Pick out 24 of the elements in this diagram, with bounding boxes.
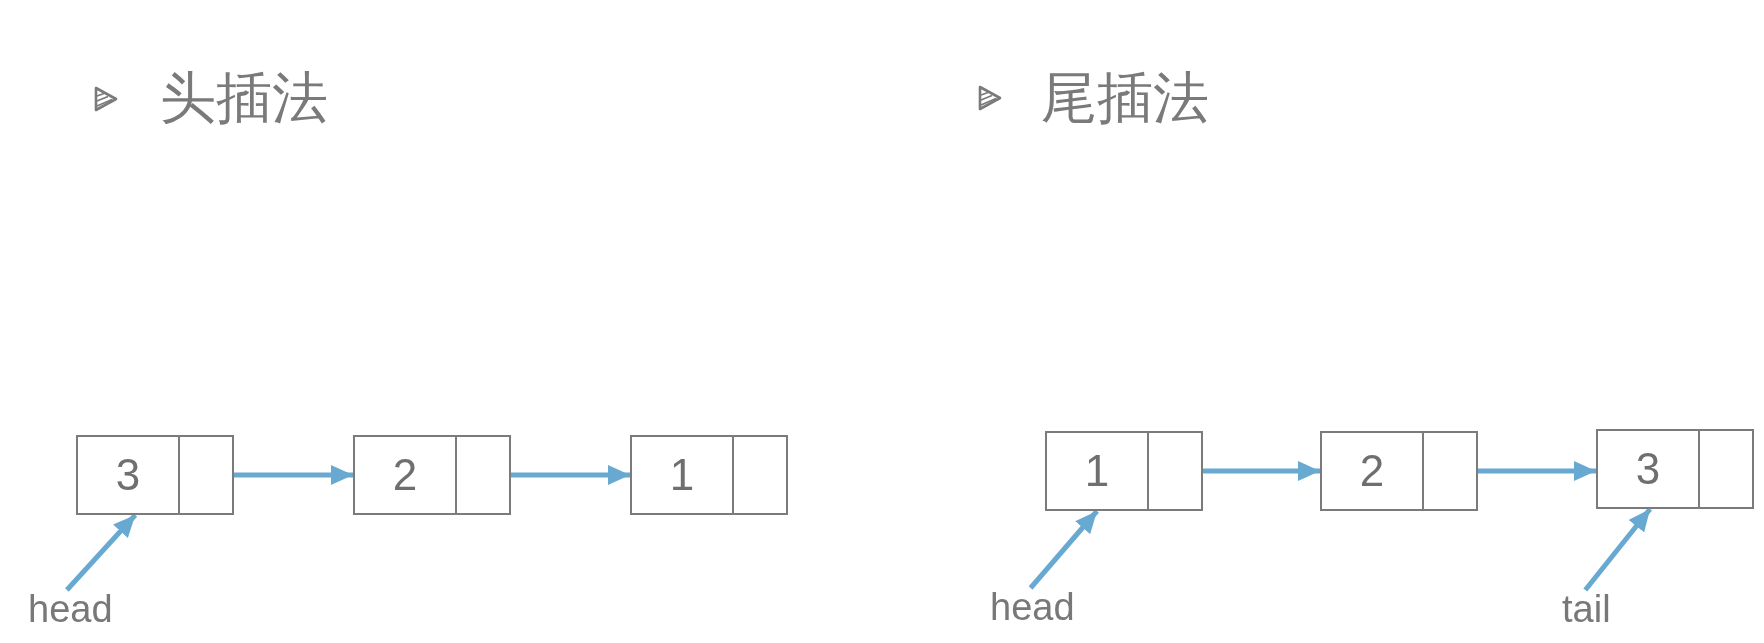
value-cell: 3 bbox=[76, 435, 180, 515]
arrow bbox=[1203, 461, 1320, 481]
section-heading: 头插法 bbox=[160, 70, 328, 126]
section-heading: 尾插法 bbox=[1041, 70, 1209, 126]
value-cell: 3 bbox=[1596, 429, 1700, 509]
arrow bbox=[511, 465, 630, 485]
value-cell: 1 bbox=[1045, 431, 1149, 511]
arrow bbox=[1028, 509, 1099, 590]
pointer-label: tail bbox=[1562, 590, 1611, 628]
arrow bbox=[234, 465, 353, 485]
pointer-cell bbox=[178, 435, 234, 515]
pointer-cell bbox=[455, 435, 511, 515]
pointer-cell bbox=[1698, 429, 1754, 509]
pointer-cell bbox=[732, 435, 788, 515]
arrow bbox=[1478, 461, 1596, 481]
pointer-cell bbox=[1422, 431, 1478, 511]
arrow bbox=[65, 513, 138, 592]
value-cell: 2 bbox=[1320, 431, 1424, 511]
arrow bbox=[1583, 507, 1653, 592]
pointer-label: head bbox=[28, 590, 113, 628]
pointer-label: head bbox=[990, 588, 1075, 626]
value-cell: 2 bbox=[353, 435, 457, 515]
pointer-cell bbox=[1147, 431, 1203, 511]
value-cell: 1 bbox=[630, 435, 734, 515]
